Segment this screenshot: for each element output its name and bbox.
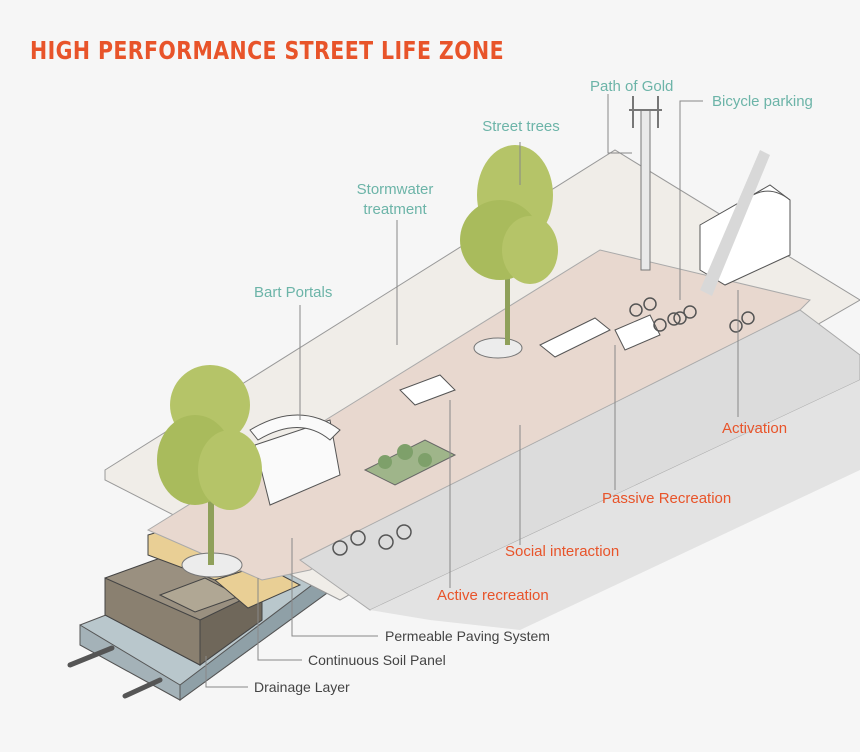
- label-path-of-gold: Path of Gold: [590, 78, 674, 95]
- drain-pipe: [67, 645, 115, 668]
- leader-lines: [205, 94, 739, 688]
- path-of-gold-lamp: [629, 96, 770, 296]
- bicycle-rack: [332, 297, 755, 556]
- street-tree-small: [460, 145, 558, 359]
- label-permeable-paving: Permeable Paving System: [385, 628, 550, 644]
- label-passive-recreation: Passive Recreation: [602, 490, 732, 507]
- label-drainage-layer: Drainage Layer: [254, 679, 350, 695]
- street-tree-large: [157, 365, 262, 578]
- bench: [539, 317, 611, 358]
- label-continuous-soil: Continuous Soil Panel: [308, 652, 446, 668]
- diagram-title: HIGH PERFORMANCE STREET LIFE ZONE: [30, 36, 505, 65]
- ping-pong-table: [399, 374, 456, 406]
- label-bart-portals: Bart Portals: [254, 284, 333, 301]
- label-stormwater-line2: treatment: [363, 201, 427, 218]
- label-social-interaction: Social interaction: [505, 543, 620, 560]
- label-activation: Activation: [722, 420, 788, 437]
- bart-portal: [249, 414, 341, 506]
- label-street-trees: Street trees: [482, 118, 560, 135]
- stormwater-planter: [363, 439, 457, 486]
- label-active-recreation: Active recreation: [437, 587, 549, 604]
- drain-pipe: [122, 677, 163, 699]
- bike-lane: [299, 309, 860, 611]
- bench: [614, 314, 661, 351]
- street-shadow: [370, 380, 860, 630]
- label-bicycle-parking: Bicycle parking: [712, 93, 813, 110]
- label-stormwater-line1: Stormwater: [356, 181, 434, 198]
